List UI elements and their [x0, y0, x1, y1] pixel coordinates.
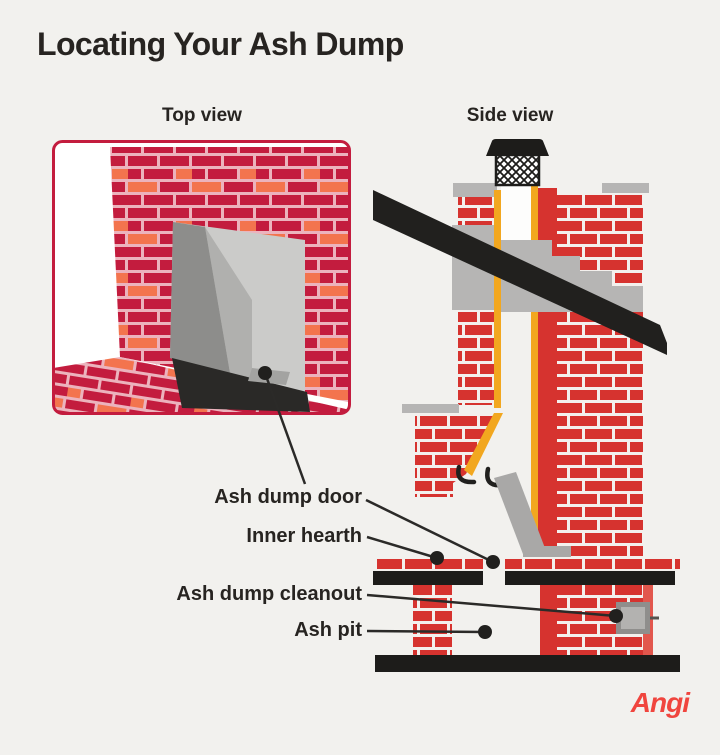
inner-hearth — [373, 557, 680, 585]
label-inner-hearth: Inner hearth — [246, 525, 362, 547]
firebox-front-wedge — [415, 413, 497, 497]
damper-handle — [456, 464, 477, 485]
label-ash-pit: Ash pit — [294, 619, 362, 641]
chimney-stack — [453, 183, 649, 289]
label-ash-dump-cleanout: Ash dump cleanout — [176, 583, 362, 605]
chimney-lower-column — [557, 312, 643, 570]
page-title: Locating Your Ash Dump — [37, 26, 404, 62]
angi-logo: Angi — [630, 687, 690, 718]
top-view-title: Top view — [162, 105, 242, 126]
mantel-slab — [402, 404, 459, 413]
leader-lines — [263, 372, 617, 634]
flue-liner — [494, 190, 501, 408]
side-view-title: Side view — [466, 105, 554, 126]
chimney-cap — [486, 139, 549, 187]
side-view-chimney — [373, 139, 680, 672]
ash-pit-pillar — [413, 585, 452, 655]
top-view-inset — [52, 140, 351, 415]
foundation-slab — [375, 655, 680, 672]
leader-dots — [258, 366, 623, 639]
roof-line — [373, 190, 667, 355]
label-ash-dump-door: Ash dump door — [214, 486, 362, 508]
top-view-firebox — [170, 222, 310, 412]
top-view-border — [52, 140, 351, 415]
chimney-crown-left — [453, 183, 497, 197]
left-flue-column — [458, 310, 497, 405]
chimney-crown-right — [602, 183, 649, 193]
